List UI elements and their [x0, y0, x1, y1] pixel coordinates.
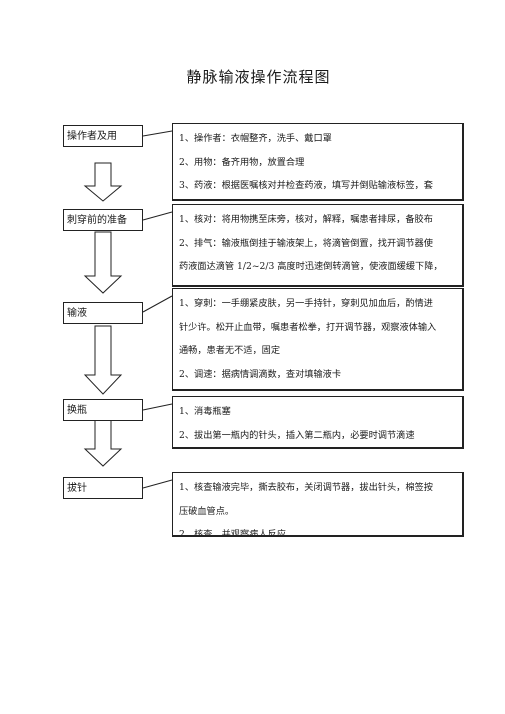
connector-1 [142, 130, 173, 137]
step-change-bottle: 换瓶 [63, 399, 143, 421]
detail-line: 压破血管点。 [179, 505, 235, 517]
detail-line: 通畅，患者无不适，固定 [179, 345, 281, 356]
connector-4 [142, 403, 173, 411]
step-operator: 操作者及用 [63, 125, 143, 147]
detail-box-preparation: 1、核对：将用物携至床旁，核对，解释，嘱患者排尿，备胶布 2、排气：输液瓶倒挂于… [172, 204, 464, 287]
detail-line: 药液面达滴管 1/2~2/3 高度时迅速倒转滴管，使液面缓缓下降， [179, 261, 443, 272]
detail-line: 1、核查输液完毕，撕去胶布，关闭调节器，拔出针头，棉签按 [179, 482, 433, 493]
detail-line: 2、排气：输液瓶倒挂于输液架上，将滴管倒置，找开调节器使 [179, 237, 433, 249]
detail-line: 1、穿刺：一手绷紧皮肤，另一手持针，穿刺见加血后，酌情进 [179, 298, 433, 309]
step-remove-needle: 拔针 [63, 477, 143, 499]
down-arrow-icon [83, 419, 123, 467]
down-arrow-icon [83, 325, 123, 395]
detail-line: 直至排尽导管内的空气，关闭调节器，妥善安置输液管及针头 [179, 279, 456, 286]
detail-line: 1、操作者：衣帽整齐，洗手、戴口罩 [179, 133, 332, 144]
connector-2 [142, 211, 173, 221]
detail-box-operator: 1、操作者：衣帽整齐，洗手、戴口罩 2、用物：备齐用物，放置合理 3、药液：根据… [172, 123, 464, 201]
detail-line: 2、拔出第一瓶内的针头，插入第二瓶内，必要时调节滴速 [179, 429, 415, 441]
connector-5 [142, 479, 173, 489]
detail-box-remove-needle: 1、核查输液完毕，撕去胶布，关闭调节器，拔出针头，棉签按 压破血管点。 2、核查… [172, 472, 464, 537]
detail-line: 2、调速：据病情调滴数，查对填输液卡 [179, 368, 342, 380]
down-arrow-icon [83, 231, 123, 294]
detail-line: 1、核对：将用物携至床旁，核对，解释，嘱患者排尿，备胶布 [179, 214, 433, 225]
connector-3 [142, 295, 173, 313]
detail-line: 2、用物：备齐用物，放置合理 [179, 156, 305, 168]
step-infusion: 输液 [63, 302, 143, 324]
down-arrow-icon [83, 162, 123, 202]
detail-line: 2、核查，并观察病人反应 [179, 529, 286, 537]
detail-box-infusion: 1、穿刺：一手绷紧皮肤，另一手持针，穿刺见加血后，酌情进 针少许。松开止血带，嘱… [172, 288, 464, 391]
detail-line: 1、消毒瓶塞 [179, 406, 231, 417]
step-preparation: 刺穿前的准备 [63, 209, 143, 231]
detail-line: 针少许。松开止血带，嘱患者松拳，打开调节器，观察液体输入 [179, 321, 437, 333]
page-title: 静脉输液操作流程图 [186, 68, 331, 86]
detail-box-change-bottle: 1、消毒瓶塞 2、拔出第一瓶内的针头，插入第二瓶内，必要时调节滴速 [172, 396, 464, 449]
detail-line: 3、药液：根据医嘱核对并检查药液，填写并倒贴输液标签，套 [179, 180, 433, 191]
